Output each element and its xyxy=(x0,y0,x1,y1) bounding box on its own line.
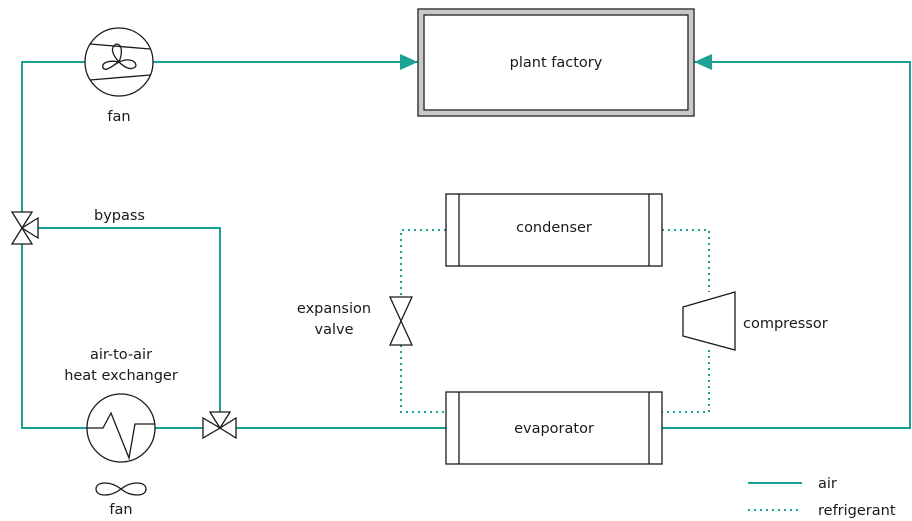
flow-arrow-icon xyxy=(694,54,712,70)
fan-icon xyxy=(95,482,147,496)
expansion-valve-icon xyxy=(388,296,414,346)
fan-bottom-label: fan xyxy=(109,502,132,518)
three-way-valve-icon xyxy=(10,211,39,245)
fan-icon xyxy=(84,27,154,97)
hx-label-line2: heat exchanger xyxy=(64,368,178,384)
compressor-label: compressor xyxy=(743,316,828,332)
evaporator-box: evaporator xyxy=(445,391,663,465)
expansion-valve-label-line2: valve xyxy=(315,322,354,338)
legend-refrigerant-label: refrigerant xyxy=(818,503,896,519)
expansion-valve-label-line1: expansion xyxy=(297,301,371,317)
plant-factory-label: plant factory xyxy=(510,55,603,71)
fan-top-label: fan xyxy=(107,109,130,125)
evaporator-label: evaporator xyxy=(514,421,594,437)
legend-air-label: air xyxy=(818,476,837,492)
legend: air refrigerant xyxy=(748,476,896,519)
refrigerant-lines xyxy=(400,229,710,413)
heat-exchanger-icon xyxy=(86,393,156,463)
plant-factory-box: plant factory xyxy=(417,8,695,117)
condenser-label: condenser xyxy=(516,220,592,236)
compressor-icon xyxy=(682,291,736,351)
hx-label-line1: air-to-air xyxy=(90,347,152,363)
three-way-valve-icon xyxy=(202,411,237,440)
condenser-box: condenser xyxy=(445,193,663,267)
air-lines xyxy=(21,61,911,429)
flow-arrow-icon xyxy=(400,54,418,70)
bypass-label: bypass xyxy=(94,208,145,224)
